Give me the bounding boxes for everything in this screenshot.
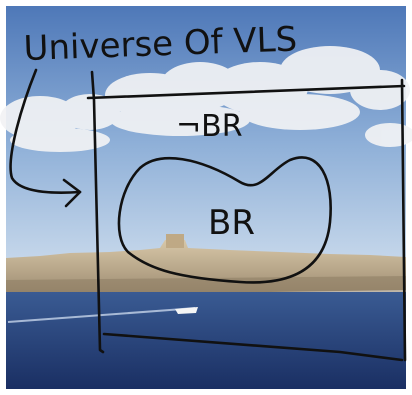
boat [175,307,198,314]
pointer-arrow [9,68,82,194]
clouds [0,46,412,152]
universe-rectangle [86,70,407,362]
inner-region-label: BR [208,203,255,243]
outer-region-label: ¬BR [176,109,243,144]
diagram-title: Universe Of VLS [23,19,298,69]
br-region-blob [117,156,332,284]
tower [166,234,184,248]
arrowhead-icon [62,178,82,208]
